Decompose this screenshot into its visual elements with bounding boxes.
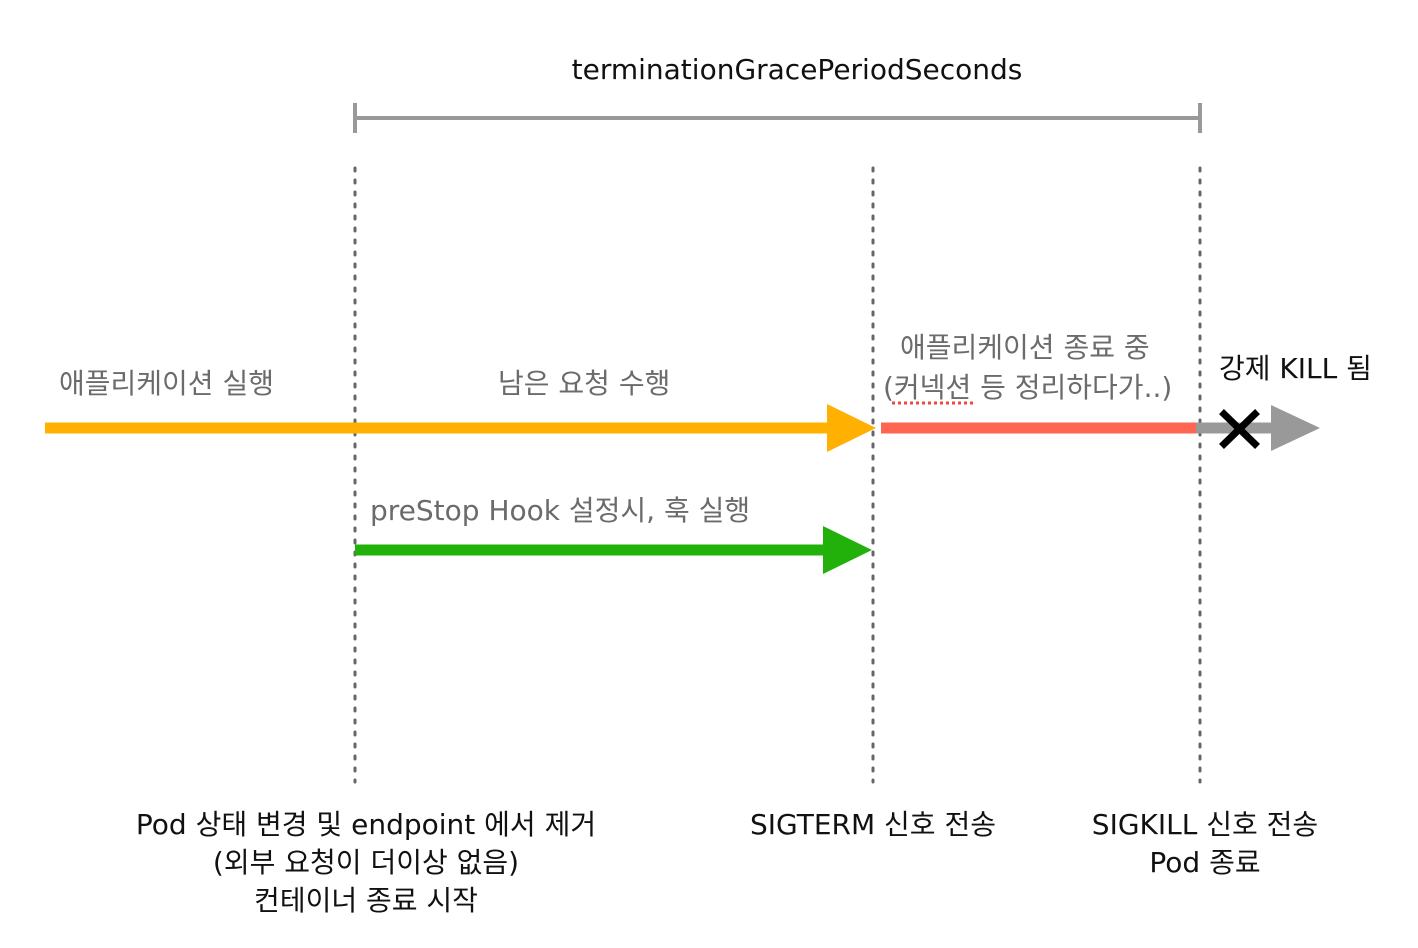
remaining-requests-label: 남은 요청 수행 [498,367,671,400]
sigterm-line1: SIGTERM 신호 전송 [750,808,996,841]
app-terminating-label-line2: (커넥션 등 정리하다가..) [883,371,1173,404]
grace-period-bracket [353,103,1202,133]
x-mark-icon [1219,409,1260,449]
grace-period-label: terminationGracePeriodSeconds [571,53,1023,86]
app-terminating-label-line1: 애플리케이션 종료 중 [900,331,1150,364]
sigterm-event-label: SIGTERM 신호 전송 [750,806,996,844]
killed-arrowhead [1271,405,1320,451]
pod-change-event-label: Pod 상태 변경 및 endpoint 에서 제거 (외부 요청이 더이상 없… [136,806,596,920]
pod-change-line1: Pod 상태 변경 및 endpoint 에서 제거 [135,808,597,841]
pod-change-line2: (외부 요청이 더이상 없음) [212,846,520,879]
prestop-label: preStop Hook 설정시, 훅 실행 [370,494,751,527]
sigkill-line2: Pod 종료 [1149,846,1261,879]
sigkill-event-label: SIGKILL 신호 전송 Pod 종료 [1092,806,1318,882]
pod-change-line3: 컨테이너 종료 시작 [254,884,478,917]
prestop-arrow [355,526,872,574]
forced-kill-label: 강제 KILL 됨 [1219,352,1372,385]
app-running-arrowhead [827,404,876,452]
app-running-label: 애플리케이션 실행 [59,367,274,400]
sigkill-line1: SIGKILL 신호 전송 [1091,808,1319,841]
prestop-arrowhead [823,526,872,574]
app-running-arrow [45,404,876,452]
